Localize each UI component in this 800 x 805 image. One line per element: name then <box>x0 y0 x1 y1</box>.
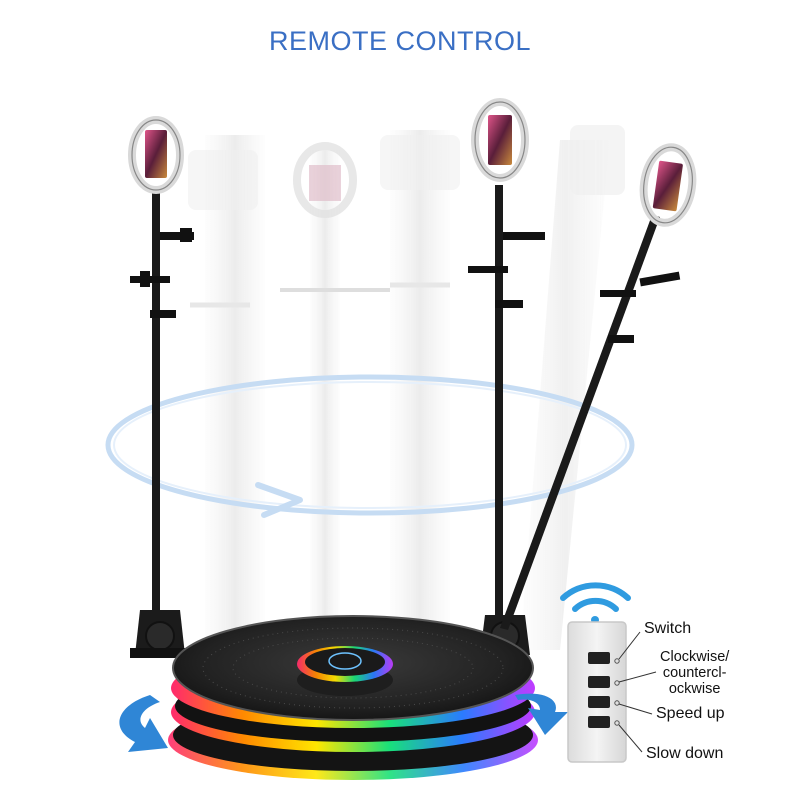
remote-body <box>567 621 627 763</box>
ghost-light-1 <box>188 150 258 210</box>
leader-slow-down <box>618 724 643 753</box>
rotate-right-arrow-icon <box>515 693 568 735</box>
rotation-orbit <box>105 374 635 518</box>
leader-switch <box>618 631 641 660</box>
photo-booth-platform <box>168 615 538 780</box>
label-switch: Switch <box>644 620 692 637</box>
label-direction: Clockwise/ countercl- ockwise <box>660 649 729 697</box>
remote-button-switch[interactable] <box>588 652 610 664</box>
tilted-stand <box>500 143 697 630</box>
tilted-phone <box>652 160 683 212</box>
rotate-left-arrow-icon <box>119 695 168 752</box>
wifi-signal-icon <box>560 582 631 624</box>
ghost-light-2 <box>293 142 357 218</box>
label-slow-down: Slow down <box>646 745 724 762</box>
label-direction-line2: countercl- <box>662 665 727 681</box>
remote-button-direction[interactable] <box>588 676 610 688</box>
left-stand <box>128 116 194 658</box>
remote-button-speed-up[interactable] <box>588 696 610 708</box>
360-logo-icon <box>328 652 362 670</box>
label-direction-line3: ockwise <box>668 681 721 697</box>
ghost-pole-4 <box>520 140 610 650</box>
remote-control <box>567 621 657 763</box>
orbit-arrow-icon <box>255 482 303 518</box>
label-speed-up: Speed up <box>656 705 725 722</box>
leader-direction <box>618 671 657 683</box>
middle-phone <box>488 115 512 165</box>
left-phone <box>145 130 167 178</box>
orbit-ring <box>105 374 635 516</box>
middle-pole <box>495 185 503 635</box>
page-title: REMOTE CONTROL <box>268 26 531 56</box>
tilted-pole <box>500 215 660 630</box>
leader-speed-up <box>618 703 653 715</box>
label-direction-line1: Clockwise/ <box>660 649 730 665</box>
left-pole <box>152 190 160 635</box>
remote-button-slow-down[interactable] <box>588 716 610 728</box>
